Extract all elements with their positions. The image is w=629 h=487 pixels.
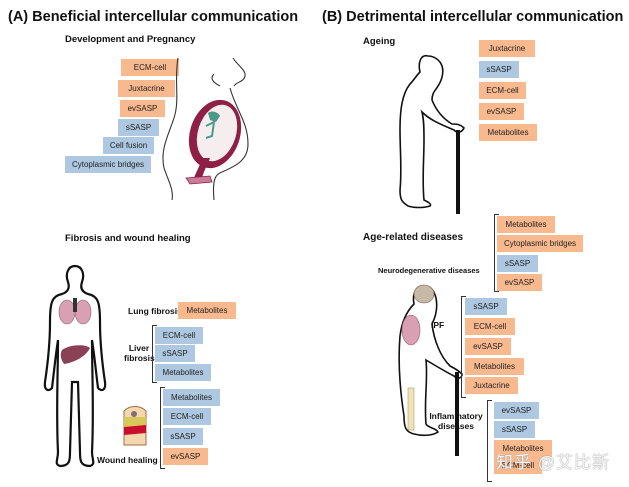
tag-evsasp: evSASP	[479, 103, 524, 120]
elderly-person-illustration	[399, 54, 465, 214]
fibrosis-wound-healing-title: Fibrosis and wound healing	[65, 233, 191, 244]
tag-evsasp: evSASP	[494, 402, 539, 419]
tag-ecm-cell: ECM-cell	[163, 408, 211, 425]
wound-skin-icon	[123, 406, 147, 446]
inflammatory-label-line1: Inflammatory	[429, 411, 483, 421]
neuro-bracket	[494, 214, 499, 292]
tag-evsasp: evSASP	[120, 100, 165, 117]
tag-metabolites: Metabolites	[494, 440, 552, 457]
elderly-disease-illustration	[398, 284, 463, 456]
tag-cytoplasmic-bridges: Cytoplasmic bridges	[497, 235, 583, 252]
tag-juxtacrine: Juxtacrine	[118, 80, 175, 97]
tag-cell-fusion: Cell fusion	[103, 137, 154, 154]
human-body-illustration	[43, 264, 107, 468]
bone-icon	[407, 387, 415, 431]
tag-evsasp: evSASP	[465, 338, 511, 355]
tag-metabolites: Metabolites	[178, 302, 236, 319]
inflammatory-diseases-label: Inflammatory diseases	[428, 411, 484, 431]
liver-label-line2: fibrosis	[124, 353, 155, 363]
pregnant-woman-illustration	[162, 57, 249, 201]
watermark-text: 知乎 @艾比斯	[496, 453, 610, 472]
age-related-diseases-title: Age-related diseases	[363, 232, 464, 243]
tag-evsasp: evSASP	[497, 274, 542, 291]
inflammatory-bracket	[487, 400, 492, 482]
lung-icon	[58, 299, 76, 325]
tag-metabolites: Metabolites	[479, 124, 537, 141]
tag-metabolites: Metabolites	[163, 389, 220, 406]
lung-fibrosis-label: Lung fibrosis	[128, 306, 182, 316]
inflammatory-label-line2: diseases	[438, 421, 474, 431]
panel-a-title: (A) Beneficial intercellular communicati…	[8, 9, 299, 25]
wound-healing-label: Wound healing	[97, 455, 158, 465]
wound-bracket	[160, 387, 165, 469]
ipf-label: IPF	[431, 320, 445, 330]
neurodegenerative-label: Neurodegenerative diseases	[378, 266, 480, 275]
tag-metabolites: Metabolites	[465, 358, 524, 375]
liver-icon	[60, 345, 90, 364]
tag-cytoplasmic-bridges: Cytoplasmic bridges	[65, 156, 151, 173]
lung-icon	[401, 314, 421, 346]
tag-ssasp: sSASP	[118, 119, 159, 136]
liver-fibrosis-label: Liver fibrosis	[124, 343, 155, 363]
ipf-bracket	[461, 296, 466, 398]
panel-b-title: (B) Detrimental intercellular communicat…	[322, 9, 624, 25]
development-pregnancy-title: Development and Pregnancy	[65, 34, 196, 45]
tag-metabolites: Metabolites	[497, 216, 555, 233]
tag-ecm-cell: ECM-cell	[155, 327, 203, 344]
tag-evsasp: evSASP	[163, 448, 208, 465]
tag-juxtacrine: Juxtacrine	[479, 40, 535, 57]
tag-ssasp: sSASP	[155, 345, 195, 362]
tag-ssasp: sSASP	[465, 298, 507, 315]
tag-ecm-cell: ECM-cell	[479, 82, 526, 99]
brain-icon	[413, 284, 435, 304]
tag-metabolites: Metabolites	[155, 364, 211, 381]
liver-label-line1: Liver	[128, 343, 150, 353]
tag-ecm-cell: ECM-cell	[465, 318, 515, 335]
tag-ecm-cell: ECM-cell	[121, 59, 179, 76]
tag-ssasp: sSASP	[494, 421, 535, 438]
tag-juxtacrine: Juxtacrine	[465, 377, 518, 394]
tag-ssasp: sSASP	[163, 428, 203, 445]
cane-icon	[455, 372, 459, 456]
cane-icon	[456, 130, 460, 214]
ageing-title: Ageing	[363, 36, 396, 47]
tag-ecm-cell: ECM-cell	[494, 457, 542, 474]
tag-ssasp: sSASP	[479, 61, 519, 78]
liver-bracket	[152, 325, 157, 383]
tag-ssasp: sSASP	[497, 255, 538, 272]
